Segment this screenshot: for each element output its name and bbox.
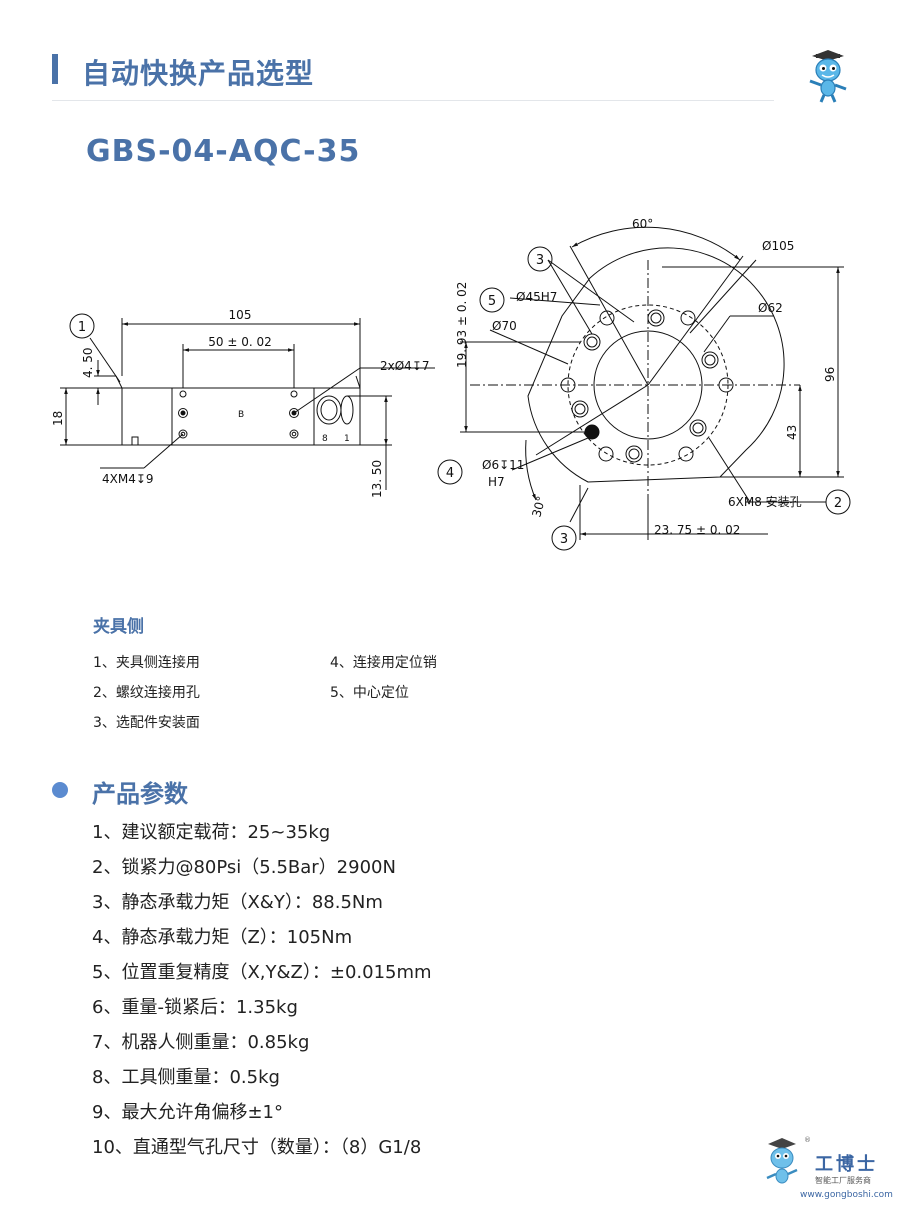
mount-holes-label: 6XM8 安装孔 <box>728 494 802 509</box>
brand-name: 工博士 <box>815 1154 878 1175</box>
param-item: 4、静态承载力矩（Z）：105Nm <box>92 927 353 948</box>
angle-60: 60° <box>632 217 653 231</box>
marker-3-top: 3 <box>536 253 544 268</box>
dim-4-50: 4. 50 <box>81 347 95 378</box>
param-item: 1、建议额定载荷：25~35kg <box>92 822 331 843</box>
hole-label-left: 4XM4↧9 <box>102 472 154 486</box>
front-view-labels: 60° Ø105 Ø45H7 Ø70 Ø62 Ø6↧11 H7 6XM8 安装孔… <box>446 217 842 547</box>
dia-70: Ø70 <box>492 319 517 333</box>
param-item: 2、锁紧力@80Psi（5.5Bar）2900N <box>92 857 396 878</box>
dim-43: 43 <box>785 425 799 440</box>
pin-tolerance: H7 <box>488 475 505 489</box>
param-item: 10、直通型气孔尺寸（数量）：（8）G1/8 <box>92 1137 422 1158</box>
fixture-item-3: 3、选配件安装面 <box>93 715 200 731</box>
technical-drawing: 105 50 ± 0. 02 2xØ4↧7 4XM4↧9 1 B 8 1 4. … <box>51 217 851 551</box>
param-item: 7、机器人侧重量：0.85kg <box>92 1032 310 1053</box>
marker-1: 1 <box>78 320 86 335</box>
dia-105: Ø105 <box>762 239 794 253</box>
fixture-item-2: 2、螺纹连接用孔 <box>93 685 200 701</box>
params-bullet-icon <box>52 782 68 798</box>
mascot-logo-icon <box>809 50 847 103</box>
param-item: 3、静态承载力矩（X&Y）：88.5Nm <box>92 892 383 913</box>
fixture-item-1: 1、夹具侧连接用 <box>93 655 200 671</box>
params-list: 1、建议额定载荷：25~35kg 2、锁紧力@80Psi（5.5Bar）2900… <box>92 820 432 1170</box>
body-mark-2: 8 <box>322 434 328 444</box>
side-view-labels: 105 50 ± 0. 02 2xØ4↧7 4XM4↧9 1 B 8 1 4. … <box>51 308 430 498</box>
param-item: 5、位置重复精度（X,Y&Z）：±0.015mm <box>92 962 432 983</box>
model-number: GBS-04-AQC-35 <box>86 134 361 169</box>
param-item: 9、最大允许角偏移±1° <box>92 1102 283 1123</box>
header-divider <box>52 100 774 101</box>
brand-subtitle: 智能工厂服务商 <box>815 1176 871 1185</box>
body-mark-3: 1 <box>344 434 350 444</box>
param-item: 8、工具侧重量：0.5kg <box>92 1067 280 1088</box>
hole-label-right: 2xØ4↧7 <box>380 359 430 373</box>
params-title: 产品参数 <box>92 780 188 808</box>
pin-hole: Ø6↧11 <box>482 458 524 472</box>
body-mark: B <box>238 410 244 420</box>
dim-96: 96 <box>823 367 837 382</box>
dim-50: 50 ± 0. 02 <box>208 335 272 349</box>
fixture-item-5: 5、中心定位 <box>330 685 409 701</box>
dia-45: Ø45H7 <box>516 290 557 304</box>
marker-3-bottom: 3 <box>560 532 568 547</box>
side-body <box>121 387 361 446</box>
dia-62: Ø62 <box>758 301 783 315</box>
marker-4: 4 <box>446 466 454 481</box>
fixture-side-title: 夹具侧 <box>93 617 144 637</box>
dim-13-50: 13. 50 <box>370 460 384 498</box>
fixture-item-4: 4、连接用定位销 <box>330 655 437 671</box>
front-view <box>437 226 851 551</box>
marker-5: 5 <box>488 294 496 309</box>
param-item: 6、重量-锁紧后：1.35kg <box>92 997 298 1018</box>
angle-30: 30° <box>529 495 548 519</box>
dim-105: 105 <box>229 308 252 322</box>
marker-2: 2 <box>834 496 842 511</box>
side-view <box>60 313 435 490</box>
brand-mascot-icon: ® <box>766 1136 811 1184</box>
registered-mark: ® <box>804 1136 811 1144</box>
header-accent-bar <box>52 54 58 84</box>
dim-18: 18 <box>51 411 65 426</box>
page-title: 自动快换产品选型 <box>82 57 315 90</box>
dim-19-93: 19. 93 ± 0. 02 <box>455 282 469 368</box>
dim-23-75: 23. 75 ± 0. 02 <box>654 523 740 537</box>
brand-url: www.gongboshi.com <box>800 1190 893 1200</box>
